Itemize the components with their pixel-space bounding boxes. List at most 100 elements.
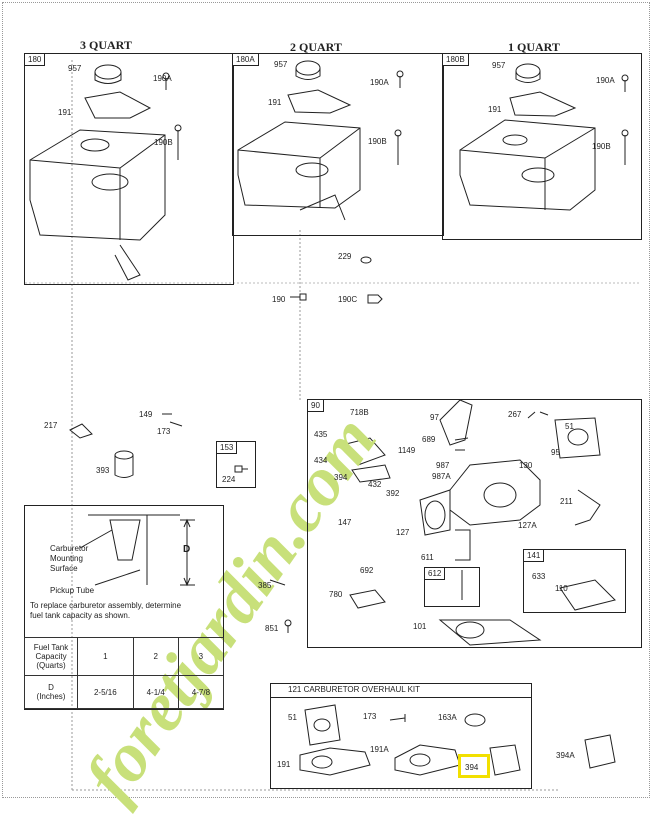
ref-180a: 180A [233, 54, 259, 66]
part-957: 957 [274, 60, 288, 69]
part-432: 432 [368, 480, 382, 489]
dim-2: 4-1/4 [132, 675, 179, 709]
ref-180: 180 [25, 54, 46, 66]
part-780: 780 [329, 590, 343, 599]
capacity-3: 3 [177, 637, 225, 676]
part-190a: 190A [153, 74, 172, 83]
tank-3-quart [29, 64, 182, 281]
part-147: 147 [338, 518, 352, 527]
part-393: 393 [96, 466, 110, 475]
part-130: 130 [519, 461, 533, 470]
part-394a: 394A [556, 751, 575, 760]
part-224: 224 [222, 475, 236, 484]
part-394: 394 [334, 473, 348, 482]
dim-1: 2-5/16 [77, 675, 134, 709]
overhaul-kit-box [270, 683, 532, 789]
part-633: 633 [532, 572, 546, 581]
box-1-quart [442, 53, 642, 240]
part-229: 229 [338, 252, 352, 261]
tank-2-quart [237, 60, 404, 221]
box-153 [216, 441, 256, 488]
part-435: 435 [314, 430, 328, 439]
part-190b: 190B [154, 138, 173, 147]
part-392: 392 [386, 489, 400, 498]
part-149: 149 [139, 410, 153, 419]
carburetor-assembly [269, 399, 616, 646]
title-2-quart: 2 QUART [290, 40, 342, 54]
washer-229 [360, 256, 372, 264]
screw-190 [290, 293, 307, 301]
fuel-table-box [24, 505, 224, 710]
fuel-depth-illustration [79, 514, 195, 587]
part-434: 434 [314, 456, 328, 465]
part-191: 191 [58, 108, 72, 117]
kit-part-394: 394 [465, 763, 479, 772]
part-718b: 718B [350, 408, 369, 417]
part-191: 191 [488, 105, 502, 114]
overhaul-kit-title: 121 CARBURETOR OVERHAUL KIT [288, 685, 421, 694]
ref-153: 153 [217, 442, 238, 454]
box-2-quart [232, 53, 444, 236]
part-191: 191 [268, 98, 282, 107]
part-110: 110 [555, 584, 568, 593]
kit-parts [299, 704, 616, 776]
dim-3: 4-7/8 [177, 675, 225, 709]
ref-141: 141 [524, 550, 545, 562]
part-217: 217 [44, 421, 58, 430]
box-carburetor [307, 399, 642, 648]
part-385: 385 [258, 581, 272, 590]
clip-217 [69, 423, 93, 439]
capacity-2: 2 [132, 637, 179, 676]
title-3-quart: 3 QUART [80, 38, 132, 52]
part-957: 957 [68, 64, 82, 73]
part-95: 95 [551, 448, 560, 457]
part-101: 101 [413, 622, 427, 631]
kit-part-191a: 191A [370, 745, 389, 754]
label-replace-note: To replace carburetor assembly, determin… [30, 601, 182, 620]
part-190a: 190A [596, 76, 615, 85]
part-190c: 190C [338, 295, 358, 304]
part-211: 211 [560, 497, 573, 506]
tank-1-quart [459, 63, 629, 211]
diagram-frame [2, 2, 650, 798]
screw-190c [367, 294, 383, 304]
row2-header: D (Inches) [24, 675, 78, 709]
kit-part-191: 191 [277, 760, 291, 769]
box-3-quart [24, 53, 234, 285]
part-190b: 190B [368, 137, 387, 146]
part-267: 267 [508, 410, 522, 419]
kit-part-51: 51 [288, 713, 297, 722]
ref-612: 612 [425, 568, 446, 580]
kit-part-163a: 163A [438, 713, 457, 722]
part-957: 957 [492, 61, 506, 70]
highlight-part-394 [458, 754, 490, 778]
part-127: 127 [396, 528, 410, 537]
part-851: 851 [265, 624, 279, 633]
part-987: 987 [436, 461, 450, 470]
part-190: 190 [272, 295, 286, 304]
row1-header: Fuel Tank Capacity (Quarts) [24, 637, 78, 676]
part-173: 173 [157, 427, 171, 436]
part-692: 692 [360, 566, 374, 575]
kit-part-173: 173 [363, 712, 377, 721]
part-51: 51 [565, 422, 574, 431]
part-190a: 190A [370, 78, 389, 87]
part-987a: 987A [432, 472, 451, 481]
filter-393 [114, 455, 134, 478]
label-dimension-d: D [183, 544, 191, 555]
label-pickup-tube: Pickup Tube [50, 586, 95, 595]
title-1-quart: 1 QUART [508, 40, 560, 54]
part-1149: 1149 [398, 446, 416, 455]
part-689: 689 [422, 435, 436, 444]
ref-180b: 180B [443, 54, 469, 66]
box-141 [523, 549, 626, 613]
part-127a: 127A [518, 521, 537, 530]
part-97: 97 [430, 413, 439, 422]
capacity-1: 1 [77, 637, 134, 676]
part-611: 611 [421, 553, 434, 562]
box-612 [424, 567, 480, 607]
ref-90: 90 [308, 400, 324, 412]
label-carb-mounting-surface: Carburetor Mounting Surface [50, 544, 89, 573]
part-190b: 190B [592, 142, 611, 151]
screw-173 [169, 421, 183, 427]
